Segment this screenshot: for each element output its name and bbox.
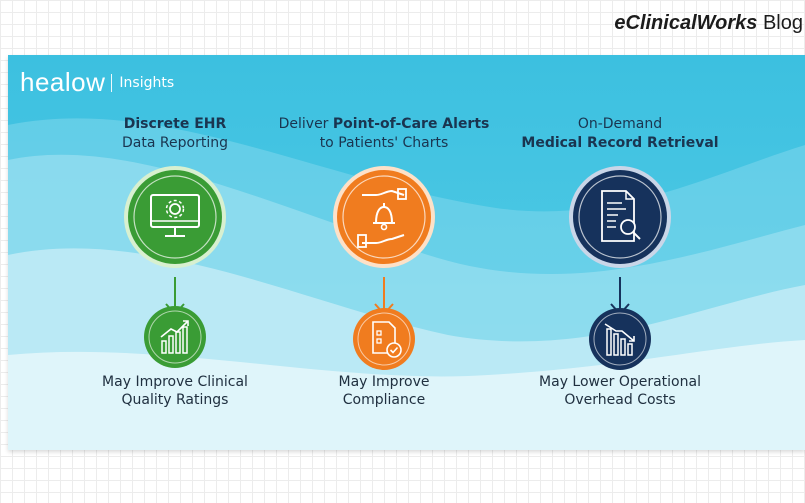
column-caption: May Lower Operational Overhead Costs [490,373,750,409]
healow-insights-logo: healow Insights [20,67,174,98]
brand-suffix: Blog [757,12,803,34]
title-line2: to Patients' Charts [319,135,449,151]
caption-line1: May Lower Operational [539,374,701,390]
logo-sub: Insights [119,74,175,91]
caption-line1: May Improve Clinical [102,374,248,390]
bar-chart-up-icon [143,305,207,369]
column-caption: May Improve Clinical Quality Ratings [45,373,305,409]
document-search-icon [568,165,672,269]
title-bold: Point-of-Care Alerts [332,116,490,132]
bar-chart-down-icon [588,307,652,371]
title-plain: Deliver [278,116,333,132]
title-line1: On-Demand [577,116,663,132]
logo-divider [111,73,113,92]
brand-name: eClinicalWorks [614,12,758,34]
column-title: Deliver Point-of-Care Alerts to Patients… [254,115,514,153]
title-bold: Discrete EHR [123,116,227,132]
blog-brand-header: eClinicalWorks Blog [614,10,803,35]
column-caption: May Improve Compliance [254,373,514,409]
caption-line1: May Improve [338,374,430,390]
title-line2: Data Reporting [122,135,228,151]
logo-mark: healow [20,67,106,97]
column-title: On-Demand Medical Record Retrieval [490,115,750,153]
monitor-gear-icon [123,165,227,269]
infographic-card: healow Insights Discrete EHR Data Report… [8,55,805,450]
document-check-icon [352,307,416,371]
caption-line2: Compliance [342,392,426,408]
caption-line2: Overhead Costs [564,392,676,408]
hands-bell-icon [332,165,436,269]
column-title: Discrete EHR Data Reporting [45,115,305,153]
title-bold: Medical Record Retrieval [521,135,719,151]
caption-line2: Quality Ratings [121,392,229,408]
